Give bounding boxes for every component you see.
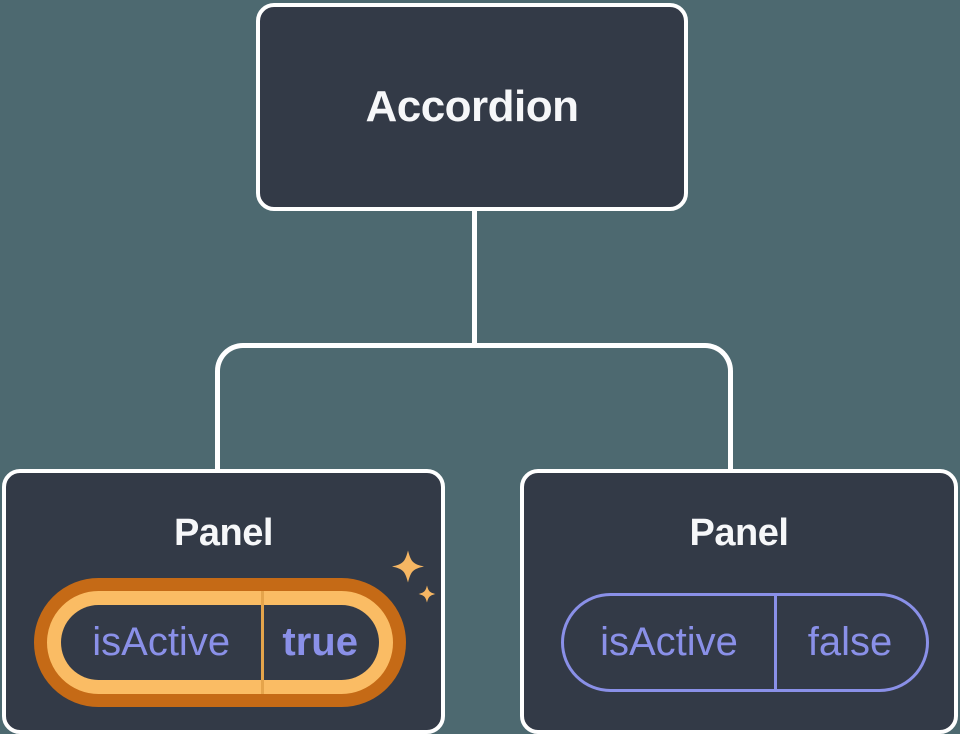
sparkles-icon [392, 550, 436, 603]
state-prop-name: isActive [600, 620, 738, 664]
panel-node-inactive: Panel isActive false [520, 469, 958, 734]
pill-divider [773, 596, 777, 689]
panel-node-active: Panel isActive true [2, 469, 445, 734]
connector-stem [472, 208, 477, 348]
accordion-node: Accordion [256, 3, 688, 211]
state-pill-highlighted: isActive true [34, 578, 406, 707]
panel-label: Panel [174, 512, 273, 554]
state-prop-name: isActive [92, 620, 231, 664]
state-pill-plain: isActive false [561, 593, 929, 692]
state-pill-inner: isActive true [61, 591, 379, 694]
accordion-node-label: Accordion [365, 82, 579, 131]
panel-label: Panel [689, 512, 789, 554]
state-prop-value: true [282, 620, 358, 664]
pill-divider [261, 591, 265, 694]
state-prop-value: false [807, 620, 893, 664]
connector-branch [215, 343, 733, 469]
